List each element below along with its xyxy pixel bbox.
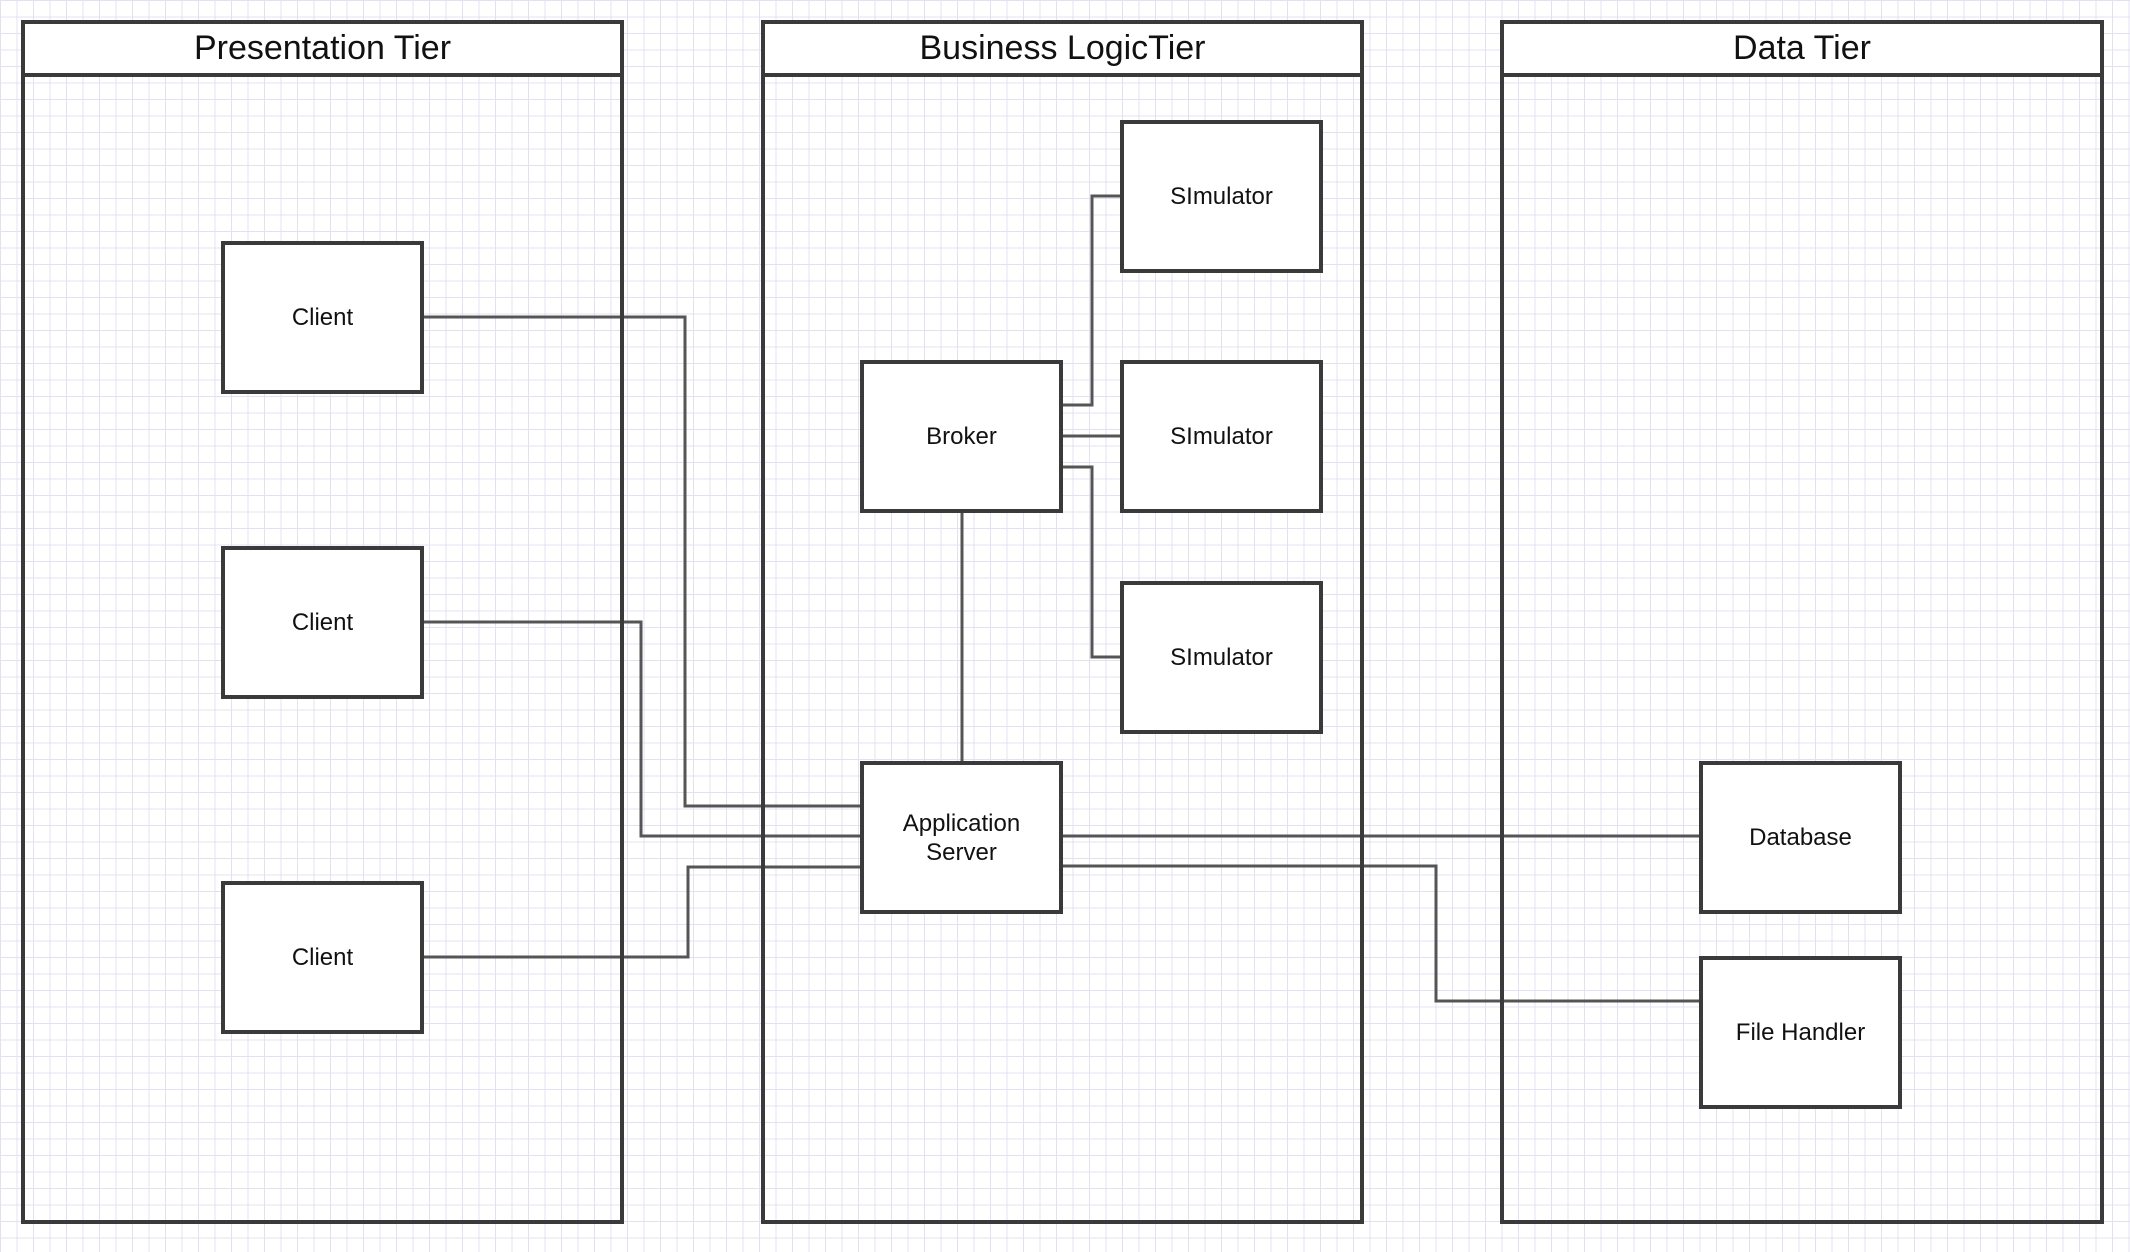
client-node-1-label: Client [291, 304, 354, 331]
business-logic-tier-title: Business LogicTier [765, 24, 1360, 77]
connector-client3-to-app-server [423, 865, 862, 959]
connector-broker-to-simulator3 [1062, 465, 1121, 659]
database-node[interactable]: Database [1699, 761, 1902, 914]
client-node-2-label: Client [291, 609, 354, 636]
client-node-1[interactable]: Client [221, 241, 424, 394]
file-handler-node[interactable]: File Handler [1699, 956, 1902, 1109]
simulator-node-3-label: SImulator [1170, 644, 1273, 671]
client-node-2[interactable]: Client [221, 546, 424, 699]
application-server-node-label: Application Server [902, 809, 1021, 866]
data-tier-title: Data Tier [1504, 24, 2100, 77]
simulator-node-2[interactable]: SImulator [1120, 360, 1323, 513]
broker-node-label: Broker [926, 423, 997, 450]
simulator-node-3[interactable]: SImulator [1120, 581, 1323, 734]
simulator-node-1-label: SImulator [1170, 183, 1273, 210]
connector-client2-to-app-server [423, 620, 862, 838]
presentation-tier-title: Presentation Tier [25, 24, 620, 77]
database-node-label: Database [1749, 824, 1852, 851]
business-logic-tier: Business LogicTier [761, 20, 1364, 1224]
data-tier: Data Tier [1500, 20, 2104, 1224]
broker-node[interactable]: Broker [860, 360, 1063, 513]
connector-broker-to-simulator1 [1062, 194, 1121, 407]
simulator-node-1[interactable]: SImulator [1120, 120, 1323, 273]
client-node-3[interactable]: Client [221, 881, 424, 1034]
simulator-node-2-label: SImulator [1170, 423, 1273, 450]
file-handler-node-label: File Handler [1735, 1019, 1866, 1046]
connector-app-server-to-file-handler [1062, 864, 1701, 1003]
presentation-tier: Presentation Tier [21, 20, 624, 1224]
connector-client1-to-app-server [423, 315, 862, 808]
client-node-3-label: Client [291, 944, 354, 971]
application-server-node[interactable]: Application Server [860, 761, 1063, 914]
